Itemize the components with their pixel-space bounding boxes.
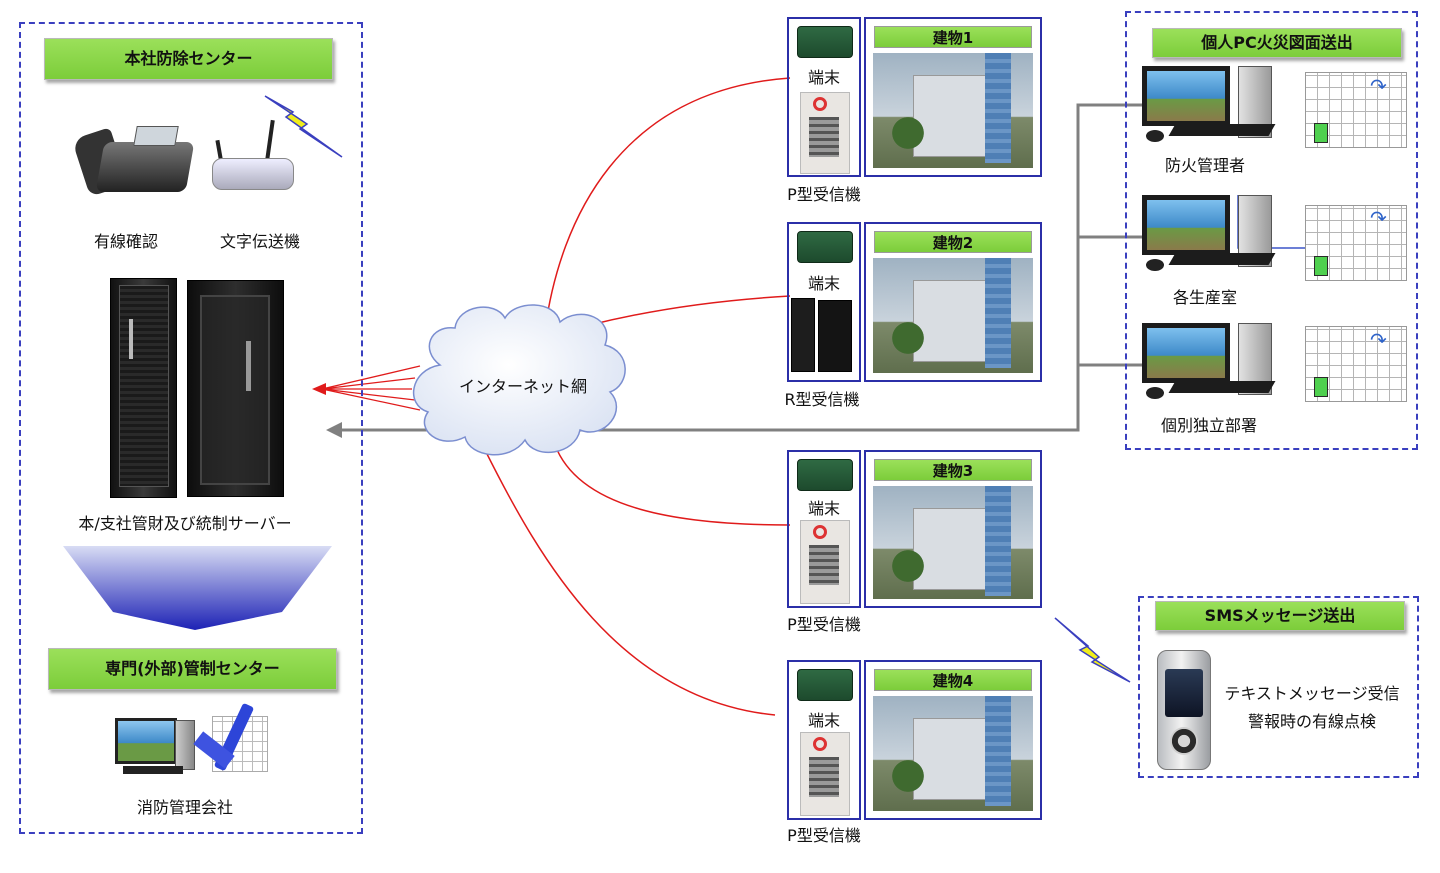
lightning-hq (264, 95, 343, 158)
receiver-panel-icon (800, 92, 850, 174)
building-title: 建物3 (874, 459, 1032, 481)
terminal-label: 端末 (807, 274, 840, 293)
pc-item-label: 個別独立部署 (1160, 416, 1257, 435)
link-building4 (484, 449, 776, 716)
building-photo (873, 696, 1033, 811)
pc-monitor-icon (1142, 323, 1290, 403)
terminal-label: 端末 (807, 711, 840, 730)
receiver-label: P型受信機 (787, 185, 861, 204)
terminal-icon (797, 459, 853, 491)
refresh-arrow-icon: ↷ (1370, 328, 1387, 352)
mobile-phone-icon (1157, 650, 1211, 770)
sms-line2: 警報時の有線点検 (1247, 712, 1376, 731)
down-arrow-shape (63, 546, 332, 630)
refresh-arrow-icon: ↷ (1370, 74, 1387, 98)
server-rack-icon (110, 278, 177, 498)
monitor-icon (115, 718, 195, 778)
server-cabinet-icon (187, 280, 284, 497)
receiver-label: P型受信機 (787, 615, 861, 634)
sms-panel-title: SMSメッセージ送出 (1155, 601, 1405, 631)
building-card-2: 建物2 (864, 222, 1042, 382)
terminal-frame-4 (787, 660, 861, 820)
r-receiver-cabinet-icon (818, 300, 852, 372)
pc-panel-title: 個人PC火災図面送出 (1152, 28, 1402, 58)
terminal-icon (797, 26, 853, 58)
building-photo (873, 53, 1033, 168)
r-receiver-rack-icon (791, 298, 815, 372)
building-card-4: 建物4 (864, 660, 1042, 820)
sms-panel (1138, 596, 1419, 778)
building-photo (873, 486, 1033, 599)
hq-panel (19, 22, 363, 834)
pc-link-arrowhead (326, 422, 342, 438)
building-title: 建物1 (874, 26, 1032, 48)
server-links (321, 365, 421, 411)
pc-item-label: 防火管理者 (1164, 156, 1245, 175)
link-building1 (544, 77, 791, 331)
terminal-icon (797, 231, 853, 263)
receiver-label: P型受信機 (787, 826, 861, 845)
cloud-label: インターネット網 (458, 377, 587, 396)
building-card-1: 建物1 (864, 17, 1042, 177)
server-label: 本/支社管財及び統制サーバー (78, 514, 292, 533)
pc-links (340, 103, 1142, 432)
link-building2 (589, 295, 791, 326)
terminal-frame-3 (787, 450, 861, 608)
terminal-label: 端末 (807, 499, 840, 518)
pc-monitor-icon (1142, 195, 1290, 275)
company-label: 消防管理会社 (136, 798, 233, 817)
lightning-sms (1054, 617, 1131, 683)
terminal-label: 端末 (807, 68, 840, 87)
receiver-label: R型受信機 (784, 390, 860, 409)
floor-plan-icon (1305, 205, 1407, 281)
link-building3 (554, 444, 791, 526)
refresh-arrow-icon: ↷ (1370, 206, 1387, 230)
telephone-icon (71, 122, 195, 197)
building-card-3: 建物3 (864, 450, 1042, 608)
wired-check-label: 有線確認 (93, 232, 158, 251)
floor-plan-icon (1305, 326, 1407, 402)
pen-icon (192, 702, 270, 780)
external-title: 専門(外部)管制センター (48, 648, 337, 690)
sms-line1: テキストメッセージ受信 (1224, 684, 1400, 703)
terminal-frame-2 (787, 222, 861, 382)
receiver-panel-icon (800, 520, 850, 604)
text-transmitter-icon (212, 119, 294, 192)
building-title: 建物2 (874, 231, 1032, 253)
building-photo (873, 258, 1033, 373)
server-arrowhead (312, 383, 326, 395)
terminal-frame-1 (787, 17, 861, 177)
pc-monitor-icon (1142, 66, 1290, 146)
floor-plan-icon (1305, 72, 1407, 148)
cloud-shape (412, 304, 626, 456)
text-transmitter-label: 文字伝送機 (219, 232, 300, 251)
pc-item-label: 各生産室 (1172, 288, 1237, 307)
terminal-icon (797, 669, 853, 701)
pc-panel (1125, 11, 1418, 450)
hq-title: 本社防除センター (44, 38, 333, 80)
building-title: 建物4 (874, 669, 1032, 691)
receiver-panel-icon (800, 732, 850, 816)
